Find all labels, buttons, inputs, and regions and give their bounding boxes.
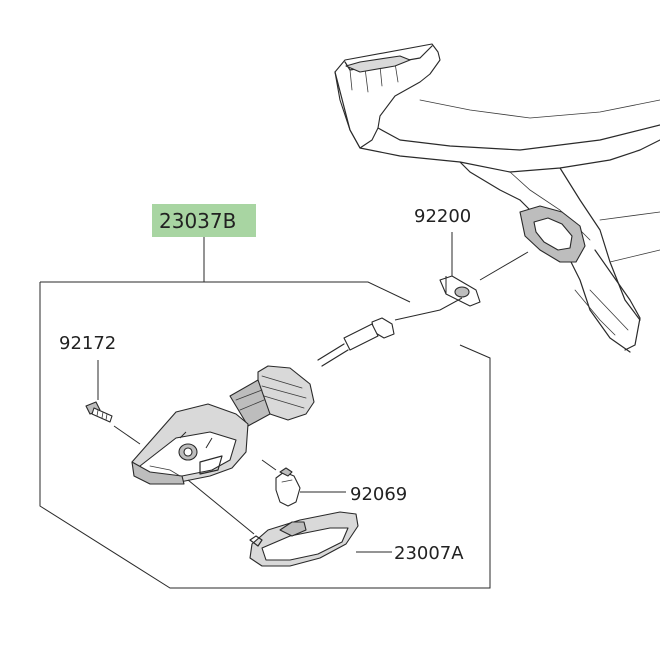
bulb-drawing: 92069 [261, 459, 407, 507]
rear-fender-drawing [334, 43, 660, 353]
grommet-drawing: 92200 [414, 206, 529, 307]
part-label-lens: 23007A [394, 543, 464, 564]
wire-harness-drawing [317, 297, 463, 367]
assembly-part-number: 23037B [159, 209, 236, 233]
lens-drawing: 23007A [187, 479, 464, 567]
bolt-drawing: 92172 [59, 333, 141, 445]
turn-signal-body [131, 365, 315, 485]
part-label-bulb: 92069 [350, 484, 407, 505]
assembly-bracket [39, 281, 491, 589]
part-label-bolt: 92172 [59, 333, 116, 354]
assembly-highlight [152, 204, 256, 237]
assembly-label-group: 23037B [152, 204, 256, 282]
part-label-grommet: 92200 [414, 206, 471, 227]
